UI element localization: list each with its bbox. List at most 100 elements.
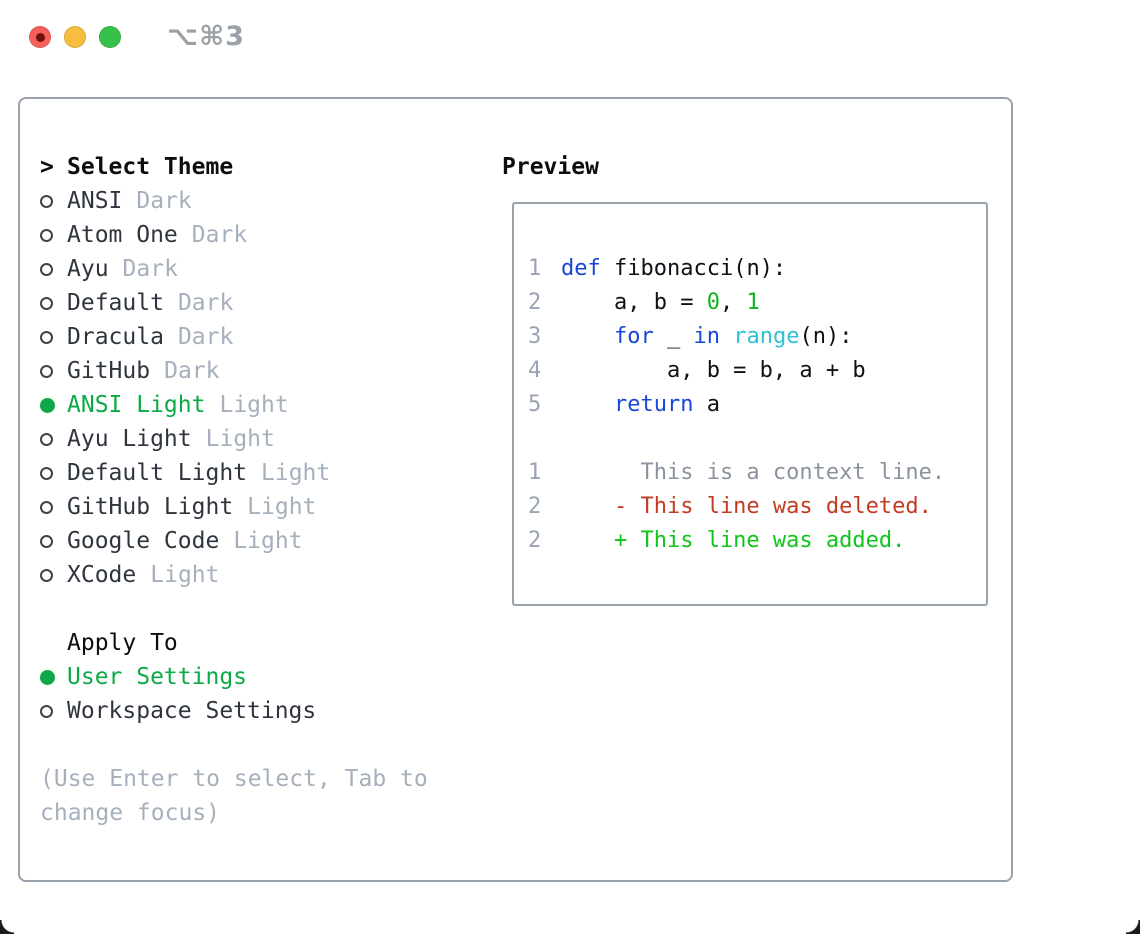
close-button-dot-icon bbox=[35, 32, 45, 42]
theme-name: Ayu bbox=[67, 256, 109, 282]
keyboard-hint: (Use Enter to select, Tab to change focus… bbox=[40, 762, 428, 830]
apply-option-workspace-settings[interactable]: Workspace Settings bbox=[40, 694, 428, 728]
radio-marker bbox=[40, 534, 67, 548]
theme-variant: Dark bbox=[164, 358, 220, 384]
radio-marker bbox=[40, 397, 67, 413]
radio-marker bbox=[40, 262, 67, 276]
radio-unselected-icon bbox=[40, 194, 53, 208]
theme-variant: Light bbox=[150, 562, 220, 588]
line-number: 4 bbox=[528, 358, 542, 383]
theme-option-github-light[interactable]: GitHub Light Light bbox=[40, 490, 428, 524]
radio-unselected-icon bbox=[40, 534, 53, 548]
line-content: a, b = b, a + b bbox=[561, 358, 866, 383]
hint-text-line: (Use Enter to select, Tab to bbox=[40, 766, 428, 792]
apply-option-label: Workspace Settings bbox=[67, 698, 317, 724]
line-number bbox=[528, 422, 561, 456]
preview-code-line: 1 def fibonacci(n): bbox=[528, 252, 986, 286]
theme-variant: Light bbox=[247, 494, 317, 520]
theme-name: ANSI Light bbox=[67, 392, 206, 418]
theme-option-ayu[interactable]: Ayu Dark bbox=[40, 252, 428, 286]
radio-marker bbox=[40, 330, 67, 344]
line-number: 2 bbox=[528, 494, 542, 519]
theme-name: GitHub bbox=[67, 358, 151, 384]
theme-option-google-code[interactable]: Google Code Light bbox=[40, 524, 428, 558]
preview-code-line: 2 a, b = 0, 1 bbox=[528, 286, 986, 320]
radio-unselected-icon bbox=[40, 228, 53, 242]
hint-text-line: change focus) bbox=[40, 800, 221, 826]
radio-marker bbox=[40, 466, 67, 480]
radio-unselected-icon bbox=[40, 262, 53, 276]
spacer bbox=[40, 592, 428, 626]
theme-name: Google Code bbox=[67, 528, 220, 554]
theme-option-ansi-light[interactable]: ANSI Light Light bbox=[40, 388, 428, 422]
preview-code-line: 2 - This line was deleted. bbox=[528, 490, 986, 524]
theme-variant: Dark bbox=[177, 324, 234, 350]
theme-option-ayu-light[interactable]: Ayu Light Light bbox=[40, 422, 428, 456]
spacer bbox=[40, 728, 428, 762]
theme-variant: Light bbox=[219, 392, 289, 418]
theme-option-github[interactable]: GitHub Dark bbox=[40, 354, 428, 388]
radio-unselected-icon bbox=[40, 432, 53, 446]
theme-name: XCode bbox=[67, 562, 137, 588]
radio-unselected-icon bbox=[40, 330, 53, 344]
preview-title: Preview bbox=[502, 154, 599, 180]
theme-option-xcode[interactable]: XCode Light bbox=[40, 558, 428, 592]
maximize-button[interactable] bbox=[99, 26, 121, 48]
line-number: 5 bbox=[528, 392, 542, 417]
radio-marker bbox=[40, 568, 67, 582]
window-corner-bottom-right bbox=[1126, 920, 1140, 934]
line-number: 2 bbox=[528, 528, 542, 553]
close-button[interactable] bbox=[29, 26, 51, 48]
theme-variant: Dark bbox=[122, 256, 178, 282]
theme-name: Dracula bbox=[67, 324, 164, 350]
radio-selected-icon bbox=[40, 397, 55, 413]
radio-selected-icon bbox=[40, 669, 55, 685]
radio-marker bbox=[40, 228, 67, 242]
preview-code-line: 3 for _ in range(n): bbox=[528, 320, 986, 354]
theme-variant: Light bbox=[205, 426, 275, 452]
theme-variant: Dark bbox=[136, 188, 192, 214]
window-corner-bottom-left bbox=[0, 920, 14, 934]
line-content: def fibonacci(n): bbox=[561, 256, 787, 281]
radio-unselected-icon bbox=[40, 500, 53, 514]
theme-option-dracula[interactable]: Dracula Dark bbox=[40, 320, 428, 354]
line-content: This is a context line. bbox=[561, 460, 946, 485]
line-content: - This line was deleted. bbox=[561, 494, 932, 519]
radio-marker bbox=[40, 194, 67, 208]
theme-name: Atom One bbox=[67, 222, 178, 248]
radio-unselected-icon bbox=[40, 296, 53, 310]
apply-option-user-settings[interactable]: User Settings bbox=[40, 660, 428, 694]
preview-blank-line bbox=[528, 422, 986, 456]
radio-marker bbox=[40, 704, 67, 718]
line-number: 3 bbox=[528, 324, 542, 349]
theme-option-default-light[interactable]: Default Light Light bbox=[40, 456, 428, 490]
line-content: a, b = 0, 1 bbox=[561, 290, 760, 315]
radio-unselected-icon bbox=[40, 704, 53, 718]
line-number: 1 bbox=[528, 460, 542, 485]
select-theme-header: > Select Theme bbox=[40, 150, 428, 184]
theme-name: Default bbox=[67, 290, 164, 316]
theme-variant: Light bbox=[233, 528, 303, 554]
radio-unselected-icon bbox=[40, 466, 53, 480]
line-number: 2 bbox=[528, 290, 542, 315]
theme-variant: Light bbox=[261, 460, 331, 486]
theme-name: GitHub Light bbox=[67, 494, 234, 520]
line-number: 1 bbox=[528, 256, 542, 281]
theme-name: Ayu Light bbox=[67, 426, 192, 452]
line-content: for _ in range(n): bbox=[613, 324, 853, 349]
preview-code-line: 2 + This line was added. bbox=[528, 524, 986, 558]
preview-code-line: 1 This is a context line. bbox=[528, 456, 986, 490]
minimize-button[interactable] bbox=[64, 26, 86, 48]
theme-name: Default Light bbox=[67, 460, 248, 486]
cursor-marker: > bbox=[40, 154, 67, 180]
radio-marker bbox=[40, 296, 67, 310]
